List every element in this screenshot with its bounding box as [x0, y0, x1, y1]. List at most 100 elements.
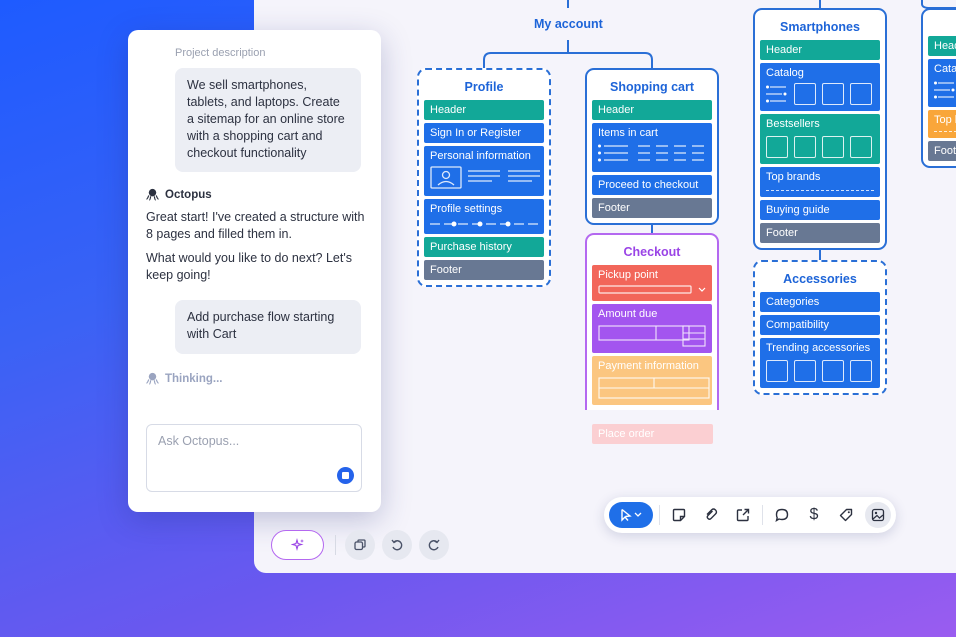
payment-info-label: Payment information: [598, 360, 699, 372]
tag-tool-button[interactable]: [833, 502, 859, 528]
smartphones-section-buying-guide[interactable]: Buying guide: [760, 200, 880, 220]
profile-section-footer[interactable]: Footer: [424, 260, 544, 280]
checkout-section-place-order[interactable]: Place order: [592, 424, 713, 444]
smartphones-section-catalog[interactable]: Catalog: [760, 63, 880, 111]
redo-icon: [428, 539, 440, 551]
partial-page-card[interactable]: Head Cata Top b Foot: [921, 8, 956, 168]
smartphones-title: Smartphones: [780, 20, 860, 34]
dollar-icon: $: [809, 506, 819, 523]
image-tool-button[interactable]: [865, 502, 891, 528]
ask-placeholder: Ask Octopus...: [158, 434, 240, 448]
root-page-title[interactable]: My account: [534, 17, 603, 31]
partial-title: [928, 14, 956, 36]
note-icon: [672, 508, 686, 522]
canvas-toolbar: $: [604, 497, 896, 533]
trending-grid-wireframe: [766, 360, 874, 382]
accessories-section-categories[interactable]: Categories: [760, 292, 880, 312]
partial-top-label: Top b: [934, 114, 956, 126]
thinking-status: Thinking...: [146, 372, 223, 385]
pickup-point-label: Pickup point: [598, 269, 658, 281]
assistant-reply-2: What would you like to do next? Let's ke…: [146, 251, 352, 282]
cart-items-wireframe: [598, 144, 710, 162]
accessories-title: Accessories: [783, 272, 857, 286]
export-tool-button[interactable]: [730, 502, 756, 528]
partial-top-line-wireframe: [934, 131, 956, 132]
personal-info-wireframe: [430, 166, 540, 189]
profile-settings-label: Profile settings: [430, 203, 503, 215]
profile-title: Profile: [464, 80, 504, 94]
top-brands-line-wireframe: [766, 190, 874, 191]
octopus-thinking-icon: [146, 372, 159, 385]
partial-filter-wireframe: [934, 81, 955, 99]
profile-section-signin[interactable]: Sign In or Register: [424, 123, 544, 143]
undo-icon: [391, 539, 403, 551]
tag-icon: [839, 508, 853, 522]
ask-octopus-input[interactable]: Ask Octopus...: [146, 424, 362, 492]
ai-chat-panel: Project description We sell smartphones,…: [128, 30, 381, 512]
partial-catalog-label: Cata: [934, 63, 956, 75]
profile-section-purchase-history[interactable]: Purchase history: [424, 237, 544, 257]
controls-divider: [335, 535, 336, 555]
duplicate-icon: [354, 539, 366, 551]
amount-table-wireframe: [598, 325, 706, 347]
amount-due-label: Amount due: [598, 308, 658, 320]
smartphones-section-top-brands[interactable]: Top brands: [760, 167, 880, 197]
checkout-section-pickup[interactable]: Pickup point: [592, 265, 712, 301]
cart-section-items[interactable]: Items in cart: [592, 123, 712, 172]
payment-form-wireframe: [598, 377, 710, 399]
profile-section-header[interactable]: Header: [424, 100, 544, 120]
cart-section-proceed[interactable]: Proceed to checkout: [592, 175, 712, 195]
bestsellers-grid-wireframe: [766, 136, 874, 158]
redo-button[interactable]: [419, 530, 449, 560]
cart-section-footer[interactable]: Footer: [592, 198, 712, 218]
partial-section-catalog[interactable]: Cata: [928, 59, 956, 107]
top-brands-label: Top brands: [766, 171, 821, 183]
checkout-page-card[interactable]: Checkout Pickup point Amount due Payment…: [585, 233, 719, 410]
smartphones-page-card[interactable]: Smartphones Header Catalog Bestsellers T…: [753, 8, 887, 250]
note-tool-button[interactable]: [666, 502, 692, 528]
stop-generation-button[interactable]: [337, 467, 354, 484]
profile-section-settings[interactable]: Profile settings: [424, 199, 544, 234]
personal-info-label: Personal information: [430, 150, 531, 162]
accessories-page-card[interactable]: Accessories Categories Compatibility Tre…: [753, 260, 887, 395]
accessories-section-compatibility[interactable]: Compatibility: [760, 315, 880, 335]
comment-icon: [775, 508, 789, 522]
checkout-title: Checkout: [623, 245, 681, 259]
profile-page-card[interactable]: Profile Header Sign In or Register Perso…: [417, 68, 551, 287]
image-icon: [871, 508, 885, 522]
assistant-name: Octopus: [165, 188, 212, 201]
octopus-icon: [146, 188, 159, 201]
duplicate-button[interactable]: [345, 530, 375, 560]
pickup-dropdown-wireframe: [598, 285, 706, 294]
select-tool-button[interactable]: [609, 502, 653, 528]
cart-page-card[interactable]: Shopping cart Header Items in cart Proce…: [585, 68, 719, 225]
pricing-tool-button[interactable]: $: [801, 502, 827, 528]
checkout-section-amount[interactable]: Amount due: [592, 304, 712, 353]
sparkle-icon: [290, 538, 304, 552]
partial-section-top[interactable]: Top b: [928, 110, 956, 138]
link-tool-button[interactable]: [698, 502, 724, 528]
toolbar-divider-2: [762, 505, 763, 525]
assistant-header: Octopus: [146, 188, 212, 201]
filter-list-wireframe: [766, 85, 787, 103]
smartphones-section-bestsellers[interactable]: Bestsellers: [760, 114, 880, 164]
export-icon: [736, 508, 750, 522]
undo-button[interactable]: [382, 530, 412, 560]
user-message-1: We sell smartphones, tablets, and laptop…: [175, 68, 361, 172]
smartphones-section-header[interactable]: Header: [760, 40, 880, 60]
partial-section-footer[interactable]: Foot: [928, 141, 956, 161]
profile-section-personal-info[interactable]: Personal information: [424, 146, 544, 196]
cart-title: Shopping cart: [609, 80, 695, 94]
cart-section-header[interactable]: Header: [592, 100, 712, 120]
user-message-2: Add purchase flow starting with Cart: [175, 300, 361, 354]
items-in-cart-label: Items in cart: [598, 127, 658, 139]
checkout-section-payment[interactable]: Payment information: [592, 356, 712, 405]
smartphones-section-footer[interactable]: Footer: [760, 223, 880, 243]
thinking-label: Thinking...: [165, 372, 223, 385]
accessories-section-trending[interactable]: Trending accessories: [760, 338, 880, 388]
partial-section-header[interactable]: Head: [928, 36, 956, 56]
cursor-icon: [621, 508, 642, 522]
ai-assistant-button[interactable]: [271, 530, 324, 560]
sitemap-canvas[interactable]: My account Profile Header Sign In or Reg…: [254, 0, 956, 573]
comment-tool-button[interactable]: [769, 502, 795, 528]
